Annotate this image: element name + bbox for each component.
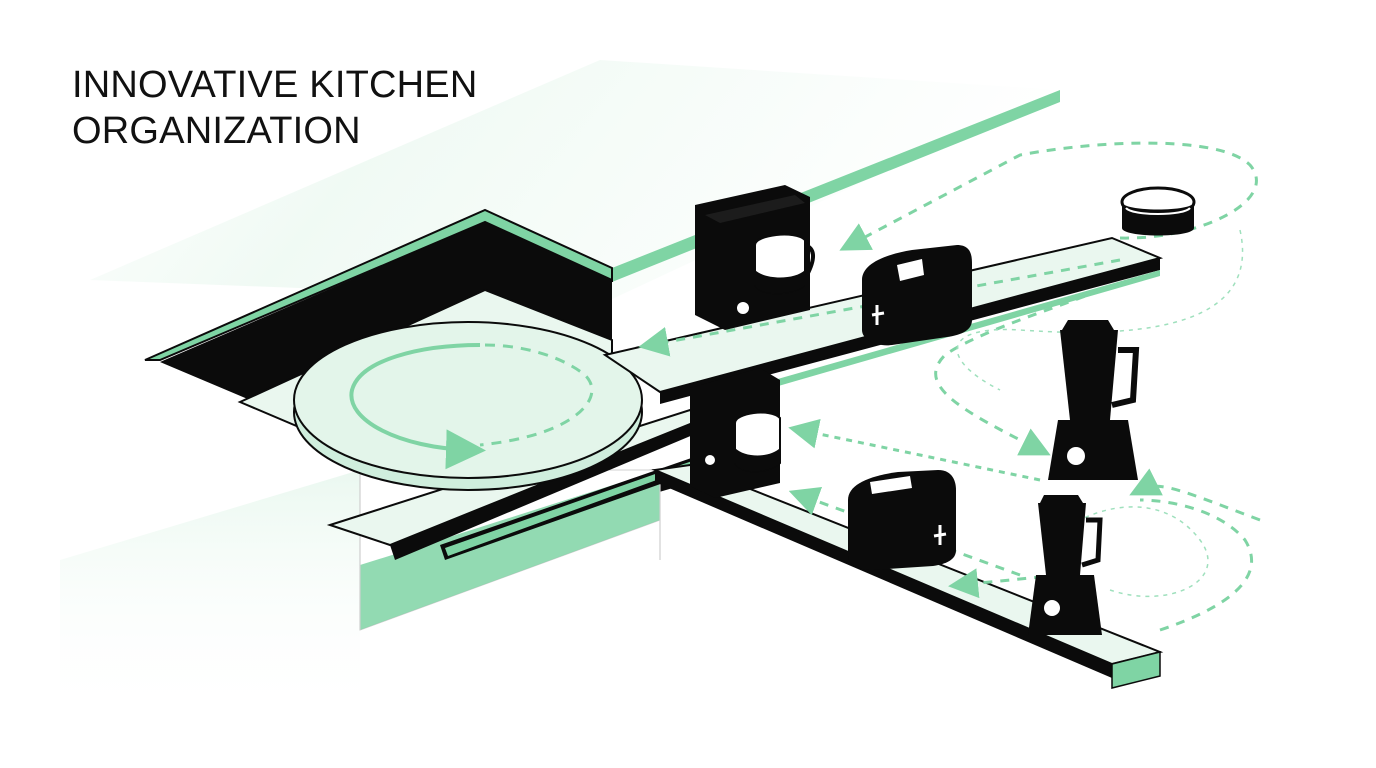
diagram-title: INNOVATIVE KITCHEN ORGANIZATION	[72, 62, 477, 154]
blender-icon	[1048, 320, 1140, 480]
turntable-icon	[293, 321, 643, 491]
background-planes	[60, 60, 1060, 720]
title-line-1: INNOVATIVE KITCHEN	[72, 64, 478, 106]
toaster-icon	[848, 470, 956, 570]
flow-arrows	[638, 141, 1261, 632]
canister-icon	[1120, 186, 1196, 236]
title-line-2: ORGANIZATION	[72, 110, 361, 152]
flow-guides	[956, 229, 1244, 598]
blender-icon	[1028, 495, 1103, 635]
coffee-maker-icon	[695, 185, 815, 330]
toaster-icon	[862, 245, 972, 346]
coffee-maker-icon	[690, 368, 781, 498]
